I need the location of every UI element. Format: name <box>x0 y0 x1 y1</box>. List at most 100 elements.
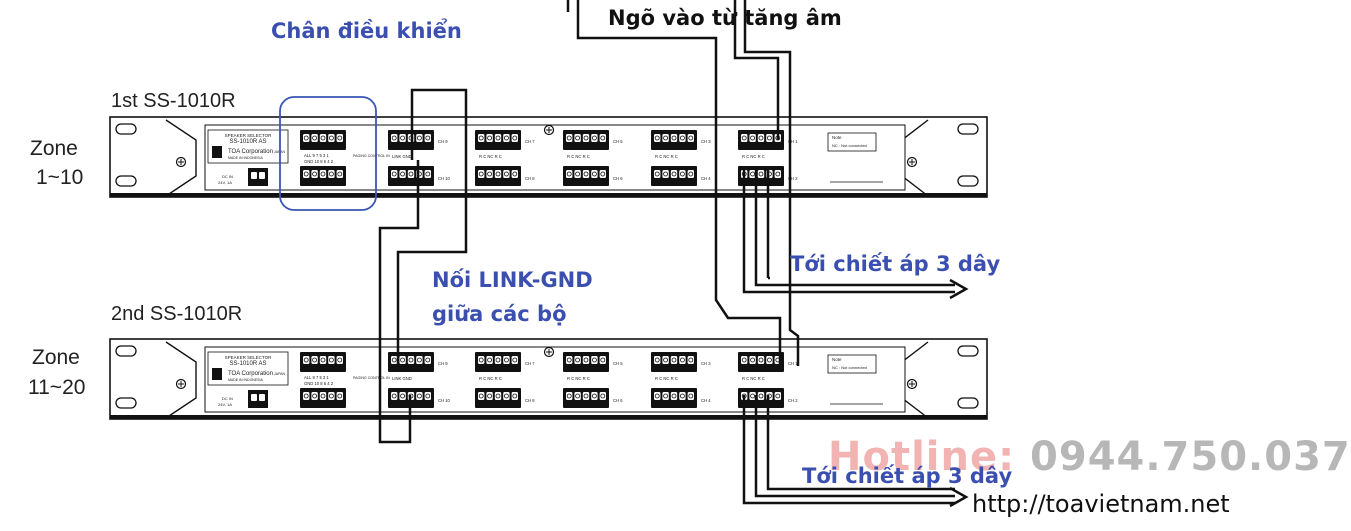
hotline-number: 0944.750.037 <box>1030 434 1351 480</box>
amp-input-wire <box>566 0 718 140</box>
mount-slot <box>115 345 137 357</box>
channel-label-top: CH 3 <box>701 361 711 366</box>
control-terminal-top <box>300 352 346 372</box>
arrow-head-2 <box>949 486 969 508</box>
channel-label-bottom: CH 4 <box>701 176 711 181</box>
channel-label-top: CH 7 <box>525 361 535 366</box>
attenuator-annotation-2: Tới chiết áp 3 dây <box>802 464 1013 488</box>
badge-line1: SPEAKER SELECTOR <box>225 355 272 360</box>
made-in: MADE IN INDONESIA <box>228 156 263 160</box>
dc-in-label: DC IN <box>222 396 233 401</box>
channel-terminal-top <box>563 352 609 372</box>
zone-label-2-line2: 11~20 <box>28 376 86 399</box>
dc-rating: 24V, 1A <box>218 402 232 407</box>
dc-in-label: DC IN <box>222 174 233 179</box>
channel-label-bottom: CH 8 <box>525 398 535 403</box>
link-gnd-annotation-line2: giữa các bộ <box>432 302 567 326</box>
hotline-label: Hotline: <box>828 434 1031 480</box>
control-terminal-bottom <box>300 166 346 186</box>
control-terminal-top <box>300 130 346 150</box>
channel-terminal-bottom <box>475 166 521 186</box>
channel-terminal-top <box>738 130 784 150</box>
channel-terminal-top <box>388 352 434 372</box>
pin-labels: R C NC R C <box>655 154 678 159</box>
attenuator-cable-2 <box>742 395 955 505</box>
amp-input-to-2nd <box>714 140 800 366</box>
mount-slot <box>115 175 137 187</box>
mount-slot <box>957 123 979 135</box>
channel-label-bottom: CH 8 <box>525 176 535 181</box>
channel-label-top: CH 7 <box>525 139 535 144</box>
channel-terminal-top <box>475 352 521 372</box>
mount-slot <box>957 397 979 409</box>
toa-logo <box>212 146 222 158</box>
channel-terminal-bottom <box>475 388 521 408</box>
paging-control-label: PAGING CONTROL IN <box>353 376 390 380</box>
unit-title-2: 2nd SS-1010R <box>111 303 243 325</box>
channel-terminal-bottom <box>738 166 784 186</box>
note-title: Note <box>832 357 842 362</box>
attenuator-annotation-1: Tới chiết áp 3 dây <box>790 252 1001 276</box>
website-url[interactable]: http://toavietnam.net <box>972 490 1230 518</box>
channel-label-bottom: CH 6 <box>613 176 623 181</box>
pin-labels: R C NC R C <box>655 376 678 381</box>
zone-label-2-line1: Zone <box>32 346 80 369</box>
channel-label-top: CH 5 <box>613 361 623 366</box>
paging-control-label: PAGING CONTROL IN <box>353 154 390 158</box>
mount-slot <box>115 397 137 409</box>
channel-label-bottom: CH 2 <box>788 176 798 181</box>
channel-terminal-bottom <box>563 166 609 186</box>
control-pins-highlight <box>279 96 377 211</box>
made-in: MADE IN INDONESIA <box>228 378 263 382</box>
channel-label-bottom: CH 4 <box>701 398 711 403</box>
maker-suffix: JAPAN <box>274 372 285 376</box>
side-bracket <box>165 119 197 197</box>
link-gnd-label: LINK GND <box>392 376 412 381</box>
dc-rating: 24V, 1A <box>218 180 232 185</box>
channel-label-top: CH 5 <box>613 139 623 144</box>
side-bracket <box>165 341 197 419</box>
channel-terminal-bottom <box>738 388 784 408</box>
badge-line1: SPEAKER SELECTOR <box>225 133 272 138</box>
channel-terminal-top <box>651 352 697 372</box>
badge-line2: SS-1010R AS <box>229 361 266 367</box>
channel-terminal-top <box>651 130 697 150</box>
pin-labels: R C NC R C <box>479 376 502 381</box>
control-terminal-bottom <box>300 388 346 408</box>
link-gnd-annotation-line1: Nối LINK-GND <box>432 268 593 292</box>
channel-terminal-bottom <box>651 166 697 186</box>
note-box <box>827 354 877 374</box>
link-gnd-wire <box>378 88 468 444</box>
toa-logo <box>212 368 222 380</box>
mount-slot <box>957 345 979 357</box>
channel-terminal-bottom <box>388 166 434 186</box>
pin-labels: R C NC R C <box>479 154 502 159</box>
channel-label-top: CH 1 <box>788 361 798 366</box>
channel-label-bottom: CH 6 <box>613 398 623 403</box>
channel-label-bottom: CH 2 <box>788 398 798 403</box>
channel-terminal-top <box>475 130 521 150</box>
note-text: NC : Not connected <box>832 143 867 148</box>
control-pins-annotation: Chân điều khiển <box>271 19 462 43</box>
badge-line2: SS-1010R AS <box>229 139 266 145</box>
channel-terminal-top <box>563 130 609 150</box>
control-bottom-label: GND 10 8 6 4 2 <box>304 159 334 164</box>
pin-labels: R C NC R C <box>567 376 590 381</box>
note-text: NC : Not connected <box>832 365 867 370</box>
note-box <box>827 132 877 152</box>
wires <box>378 0 969 508</box>
amp-input-wire-out <box>733 0 792 140</box>
mount-slot <box>957 175 979 187</box>
channel-label-bottom: CH 10 <box>438 176 451 181</box>
arrow-head-1 <box>949 278 969 300</box>
maker-name: TOA Corporation <box>228 371 273 377</box>
control-top-label: ALL 9 7 5 3 1 <box>304 153 329 158</box>
unit-title-1: 1st SS-1010R <box>111 90 236 112</box>
amp-input-annotation: Ngõ vào từ tăng âm <box>608 6 842 30</box>
maker-name: TOA Corporation <box>228 149 273 155</box>
pin-labels: R C NC R C <box>742 376 765 381</box>
pin-labels: R C NC R C <box>742 154 765 159</box>
